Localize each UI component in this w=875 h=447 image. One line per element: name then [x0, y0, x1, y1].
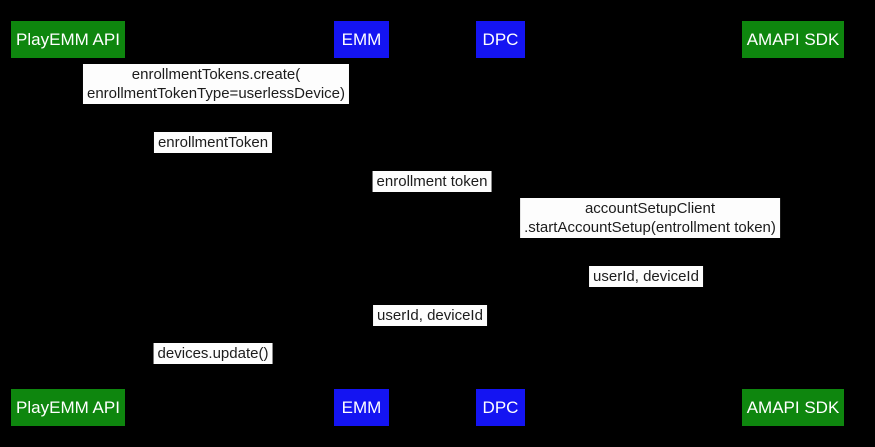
message-line: .startAccountSetup(entrollment token): [524, 219, 776, 236]
message-line: enrollmentTokens.create(: [131, 66, 301, 83]
actor-dpc-top: DPC: [476, 21, 525, 58]
message-userid-deviceid-to-emm: userId, deviceId: [373, 305, 487, 326]
actor-dpc-bottom: DPC: [476, 389, 525, 426]
actor-emm-top: EMM: [334, 21, 389, 58]
message-devices-update: devices.update(): [153, 343, 273, 364]
message-enrollment-tokens-create: enrollmentTokens.create( enrollmentToken…: [82, 64, 350, 104]
actor-amapi-sdk-top: AMAPI SDK: [742, 21, 844, 58]
actor-playemm-api-top: PlayEMM API: [11, 21, 125, 58]
message-line: enrollmentTokenType=userlessDevice): [86, 85, 346, 102]
message-start-account-setup: accountSetupClient .startAccountSetup(en…: [520, 198, 780, 238]
message-line: accountSetupClient: [584, 200, 716, 217]
actor-emm-bottom: EMM: [334, 389, 389, 426]
actor-playemm-api-bottom: PlayEMM API: [11, 389, 125, 426]
message-userid-deviceid-from-sdk: userId, deviceId: [589, 266, 703, 287]
message-enrollment-token-to-dpc: enrollment token: [372, 171, 492, 192]
message-enrollment-token-response: enrollmentToken: [153, 132, 273, 153]
actor-amapi-sdk-bottom: AMAPI SDK: [742, 389, 844, 426]
